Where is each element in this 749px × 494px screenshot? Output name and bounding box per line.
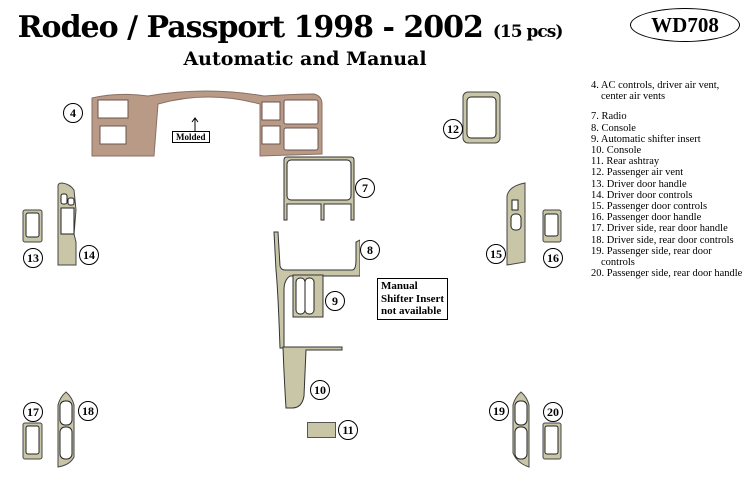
door-handle-part-16 [542, 209, 562, 243]
console-part-8 [273, 231, 360, 349]
part-label-4: 4 [63, 103, 83, 123]
shifter-insert-part-9 [292, 274, 324, 318]
legend-item: 7. Radio [591, 111, 627, 123]
manual-shifter-note: Manual Shifter Insert not available [377, 278, 449, 320]
legend-item: 9. Automatic shifter insert [591, 133, 701, 145]
molded-tag: Molded [172, 131, 210, 143]
legend-item: 8. Console [591, 122, 636, 134]
title-text: Rodeo / Passport 1998 - 2002 [17, 10, 484, 45]
legend-item: 19. Passenger side, rear door controls [591, 245, 712, 269]
rear-door-handle-part-17 [22, 422, 43, 460]
part-label-18: 18 [78, 401, 98, 421]
part-label-9: 9 [325, 291, 345, 311]
legend-item: 13. Driver door handle [591, 178, 687, 190]
note-line: Manual [381, 280, 418, 292]
part-label-17: 17 [23, 402, 43, 422]
kit-code-badge: WD708 [630, 8, 740, 42]
part-label-12: 12 [443, 119, 463, 139]
legend-item: 4. AC controls, driver air vent, center … [591, 80, 720, 103]
part-label-16: 16 [543, 248, 563, 268]
console-part-10 [282, 346, 343, 409]
legend-item: 15. Passenger door controls [591, 201, 708, 213]
legend-item: 17. Driver side, rear door handle [591, 223, 728, 235]
rear-door-handle-part-20 [542, 422, 562, 460]
door-handle-part-13 [22, 209, 43, 243]
rear-door-controls-part-18 [57, 391, 75, 468]
part-label-15: 15 [486, 244, 506, 264]
legend-item: 16. Passenger door handle [591, 212, 702, 224]
door-controls-part-14 [57, 182, 77, 266]
note-line: Shifter Insert [381, 292, 445, 305]
legend-item: 20. Passenger side, rear door handle [591, 268, 743, 280]
piece-count: (15 pcs) [492, 22, 563, 42]
air-vent-part-12 [462, 91, 501, 144]
legend-item: 12. Passenger air vent [591, 167, 684, 179]
part-label-13: 13 [23, 248, 43, 268]
part-label-19: 19 [489, 401, 509, 421]
part-label-11: 11 [338, 420, 358, 440]
part-label-8: 8 [360, 240, 380, 260]
subtitle: Automatic and Manual [183, 48, 427, 70]
legend-item: 14. Driver door controls [591, 189, 693, 201]
ashtray-part-11 [307, 422, 336, 438]
legend-item: 11. Rear ashtray [591, 156, 660, 168]
rear-door-controls-part-19 [512, 391, 530, 468]
legend-item: 10. Console [591, 145, 642, 157]
part-label-7: 7 [355, 178, 375, 198]
part-label-20: 20 [543, 402, 563, 422]
arrow-up-icon [191, 117, 199, 131]
dash-panel-part-4 [91, 90, 323, 157]
legend-item: 18. Driver side, rear door controls [591, 234, 734, 246]
door-controls-part-15 [506, 182, 526, 266]
page-title: Rodeo / Passport 1998 - 2002 (15 pcs) [0, 10, 580, 45]
radio-part-7 [283, 156, 355, 221]
part-label-14: 14 [79, 245, 99, 265]
parts-legend: 4. AC controls, driver air vent, center … [591, 80, 746, 279]
note-line: not available [381, 305, 442, 317]
part-label-10: 10 [310, 380, 330, 400]
